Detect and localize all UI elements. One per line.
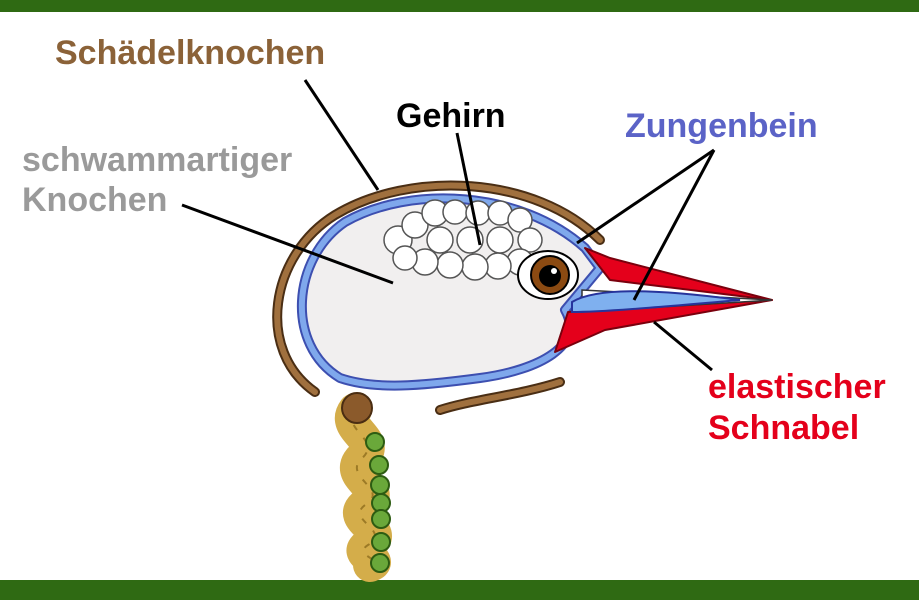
vertebra-disc	[371, 532, 391, 552]
top-frame-bar	[0, 0, 919, 12]
hyoid-bone-label: Zungenbein	[625, 107, 818, 145]
skull-leader-line	[303, 79, 380, 191]
vertebra-disc	[369, 455, 389, 475]
vertebra-disc	[371, 509, 391, 529]
vertebra-disc	[370, 553, 390, 573]
bottom-frame-bar	[0, 580, 919, 600]
brain	[383, 199, 543, 281]
hyoid-leader-line	[576, 148, 715, 245]
skull-bone-label: Schädelknochen	[55, 34, 326, 72]
beak-label-line1: elastischer	[708, 368, 886, 406]
spongy-bone-label-line1: schwammartiger	[22, 141, 293, 179]
spongy-leader-line	[181, 203, 394, 285]
atlas-joint	[341, 392, 373, 424]
beak-label-line2: Schnabel	[708, 409, 860, 447]
vertebral-column	[335, 392, 392, 582]
beak-leader-line	[653, 320, 713, 372]
brain-label: Gehirn	[396, 97, 506, 135]
vertebra-disc	[370, 475, 390, 495]
vertebra-disc	[365, 432, 385, 452]
hyoid-bone	[571, 290, 741, 314]
brain-leader-line	[455, 132, 482, 246]
spongy-bone-label-line2: Knochen	[22, 181, 168, 219]
eye	[517, 250, 579, 300]
hyoid-leader-line	[632, 149, 716, 301]
